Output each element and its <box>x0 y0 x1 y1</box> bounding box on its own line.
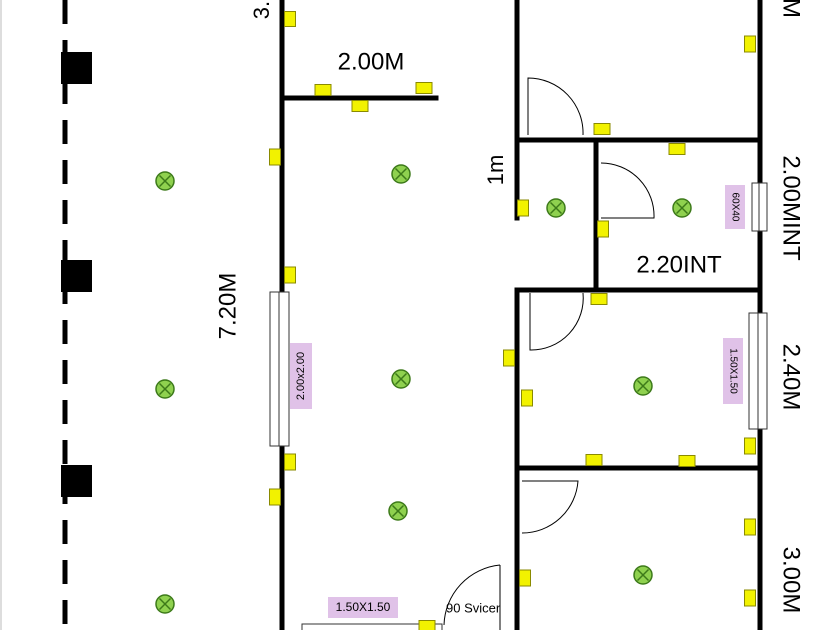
walls <box>279 0 763 630</box>
lamp-icon <box>633 565 653 585</box>
dim-top-partial: 3. <box>249 1 274 19</box>
socket-icon <box>418 620 436 630</box>
window-60x40 <box>751 182 768 232</box>
dim-2-20int: 2.20INT <box>636 251 722 278</box>
column-3 <box>61 465 92 497</box>
dim-2-40: 2.40M <box>778 344 805 411</box>
socket-icon <box>744 437 756 455</box>
windows <box>269 182 768 630</box>
win-150-right-label-bg <box>723 338 743 404</box>
window-2x2 <box>269 291 290 447</box>
win-150-right-label: 1.50X1.50 <box>727 348 738 394</box>
socket-icon <box>503 349 515 367</box>
socket-icon <box>415 82 433 94</box>
dim-2m-wall: 2.00M <box>338 48 405 75</box>
win-2x2-label: 2.00x2.00 <box>295 352 307 400</box>
lamp-icon <box>155 594 175 614</box>
column-1 <box>61 52 92 84</box>
win-60x40-label-bg <box>725 185 745 229</box>
socket-icon <box>744 518 756 536</box>
dimension-labels: 3. 2.00M 7.20M 1m 2.20INT 2.00MINT 2.40M… <box>214 0 804 615</box>
socket-icon <box>597 220 609 238</box>
lamp-icon <box>155 171 175 191</box>
doors <box>443 77 655 630</box>
ceiling-lights <box>155 164 692 614</box>
win-150-bottom-label-bg <box>328 597 398 618</box>
door-90-label: 90 Svicer <box>446 600 501 615</box>
socket-icon <box>269 488 281 506</box>
socket-icon <box>585 454 603 466</box>
lamp-icon <box>391 164 411 184</box>
socket-icon <box>519 569 531 587</box>
socket-icon <box>593 123 611 135</box>
socket-icon <box>590 293 608 305</box>
dim-3-00: 3.00M <box>778 547 805 614</box>
socket-icon <box>269 148 281 166</box>
socket-icon <box>284 453 296 471</box>
lamp-icon <box>672 198 692 218</box>
door-bathroom <box>600 162 655 219</box>
lamp-icon <box>388 501 408 521</box>
socket-icon <box>314 84 332 96</box>
door-room-300 <box>521 480 579 534</box>
column-2 <box>61 260 92 292</box>
lamp-icon <box>155 379 175 399</box>
property-boundary <box>61 0 92 630</box>
dim-top-right-partial: M <box>778 0 805 18</box>
door-upper-room <box>527 77 584 136</box>
dim-1m: 1m <box>483 155 508 186</box>
window-150-right <box>748 312 768 430</box>
door-90-svicer <box>443 564 501 630</box>
socket-icon <box>517 199 529 217</box>
dim-2-00mint: 2.00MINT <box>778 155 805 261</box>
socket-icon <box>668 143 686 155</box>
lamp-icon <box>546 198 566 218</box>
socket-icon <box>521 389 533 407</box>
win-2x2-label-bg <box>290 343 312 409</box>
window-labels: 2.00x2.00 60X40 1.50X1.50 1.50X1.50 <box>290 185 745 618</box>
socket-icon <box>351 100 369 112</box>
win-60x40-label: 60X40 <box>729 193 740 222</box>
socket-icon <box>678 455 696 467</box>
win-150-bottom-label: 1.50X1.50 <box>336 600 391 614</box>
socket-icon <box>284 266 296 284</box>
door-room-240 <box>529 292 584 351</box>
lamp-icon <box>391 369 411 389</box>
socket-icon <box>744 589 756 607</box>
electric-outlets <box>269 11 756 630</box>
window-150-bottom <box>301 623 443 630</box>
lamp-icon <box>633 376 653 396</box>
socket-icon <box>284 11 296 27</box>
socket-icon <box>744 35 756 53</box>
dim-7-20: 7.20M <box>214 273 241 340</box>
